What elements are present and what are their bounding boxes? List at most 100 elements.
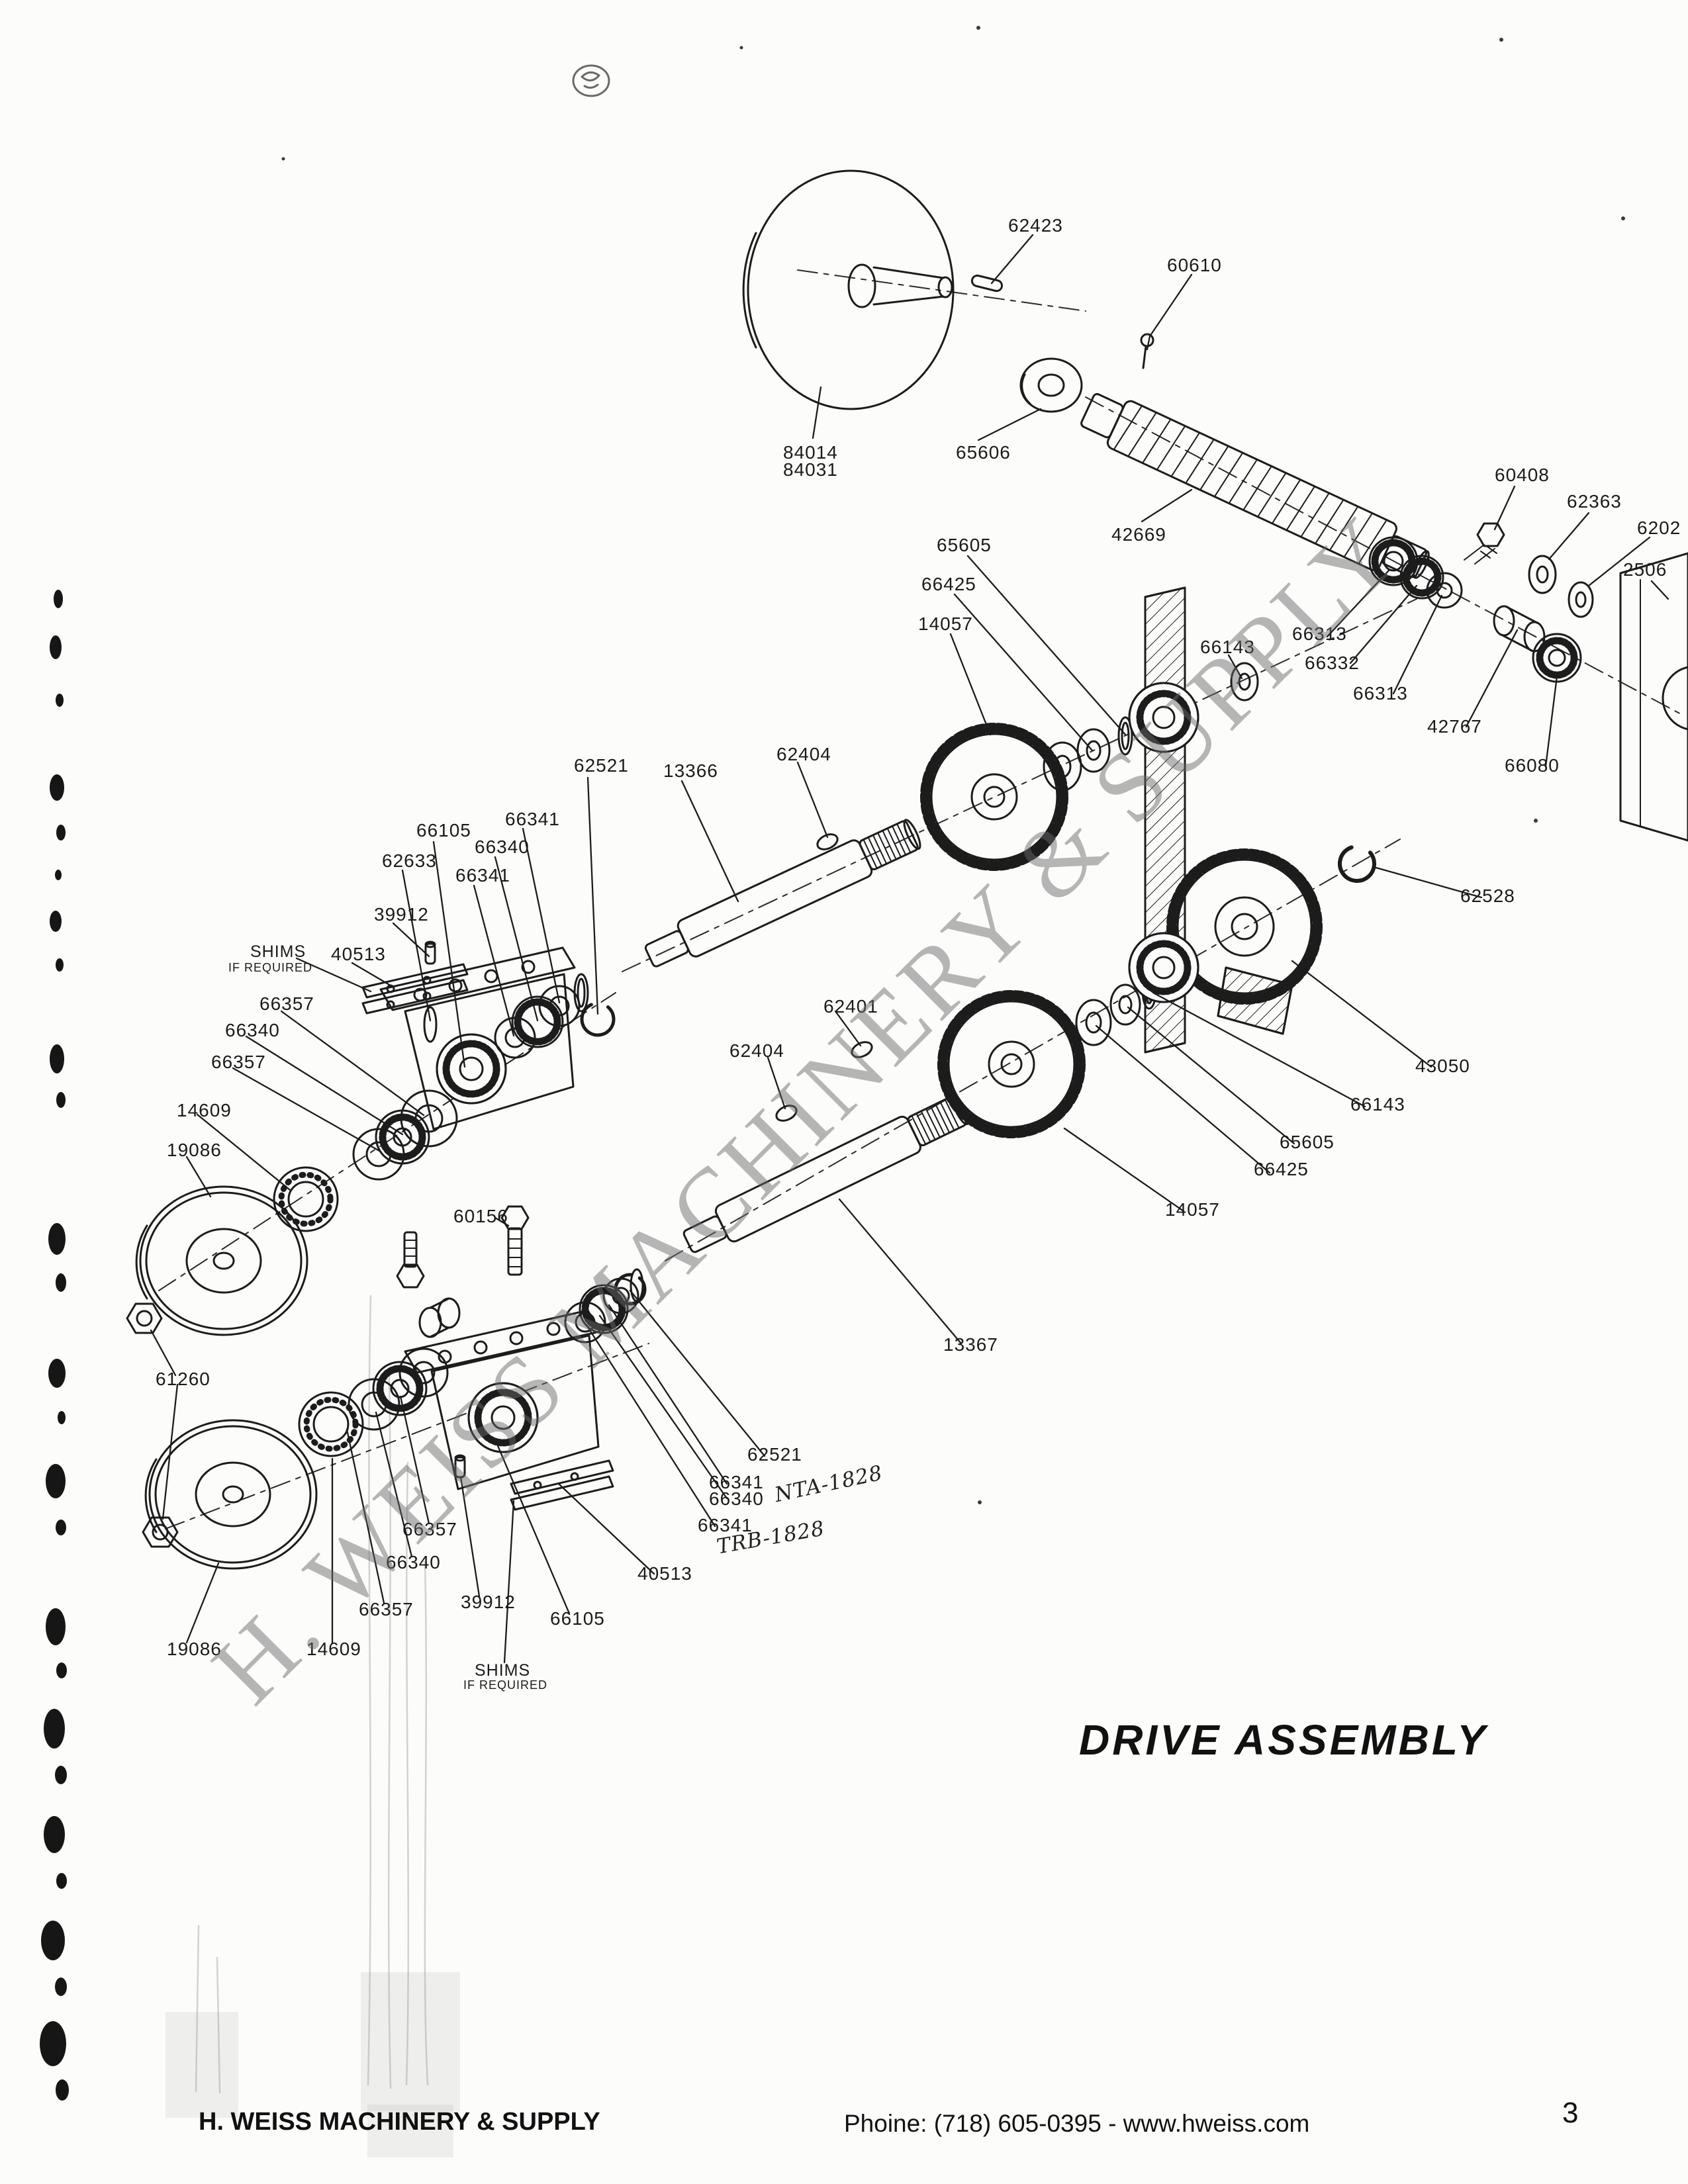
washers-upper-shaft [1043, 662, 1259, 792]
part-label-10-65605: 65605 [937, 535, 992, 555]
pulley-84014 [742, 169, 955, 410]
bearing-stack-upper-right [423, 973, 616, 1059]
bearing-bracket-upper [379, 946, 576, 1130]
gear-14057-upper [920, 723, 1068, 871]
dowel-pin-39912-upper [424, 940, 436, 965]
bolt-60156 [500, 1205, 530, 1276]
support-plate [1128, 586, 1293, 1054]
footer-phone-line: Phoine: (718) 605-0395 - www.hweiss.com [844, 2110, 1310, 2137]
part-label-28-39912: 39912 [374, 904, 429, 925]
part-label-20-62521: 62521 [574, 755, 629, 776]
washer-62363 [1528, 555, 1557, 594]
part-label-7-62363: 62363 [1567, 491, 1622, 512]
dowel-pin-39912-lower [454, 1454, 466, 1479]
part-label-46-13367: 13367 [943, 1334, 998, 1355]
part-label-36-19086: 19086 [167, 1140, 222, 1160]
part-label-0-62423: 62423 [1008, 215, 1063, 236]
part-label-51-40513: 40513 [637, 1563, 692, 1584]
part-label-43-65605: 65605 [1280, 1132, 1335, 1152]
part-label-30-if-required: IF REQUIRED [228, 961, 313, 974]
part-label-40-62404: 62404 [729, 1040, 784, 1061]
part-label-55-39912: 39912 [461, 1592, 516, 1612]
part-label-49-66340: 66340 [709, 1488, 764, 1509]
part-label-12-14057: 14057 [918, 614, 973, 634]
part-label-15-66332: 66332 [1305, 653, 1360, 673]
part-label-9-2506: 2506 [1623, 559, 1667, 580]
part-label-19-62528: 62528 [1460, 886, 1515, 906]
page-number: 3 [1562, 2097, 1579, 2129]
part-label-24-66341: 66341 [505, 809, 560, 829]
part-label-45-14057: 14057 [1165, 1199, 1220, 1220]
bearing-66080 [1532, 633, 1582, 683]
part-label-54-66357: 66357 [359, 1599, 414, 1619]
part-label-58-14609: 14609 [306, 1639, 361, 1659]
part-label-25-66340: 66340 [475, 837, 530, 857]
centerlines [158, 269, 1685, 1529]
part-label-5-42669: 42669 [1111, 524, 1166, 545]
set-screw-60610 [1140, 333, 1154, 369]
hex-nut-61260-lower [142, 1516, 179, 1548]
leader-lines [150, 234, 1669, 1664]
bearing-stack-lower-left [298, 1347, 449, 1457]
part-label-56-66105: 66105 [550, 1608, 605, 1629]
bearing-stack-upper-left [273, 1089, 458, 1232]
washer-65606 [1019, 357, 1083, 413]
part-label-18-66080: 66080 [1505, 755, 1560, 776]
part-label-35-14609: 14609 [177, 1100, 232, 1120]
part-label-53-66340: 66340 [386, 1552, 441, 1572]
part-label-42-66143: 66143 [1350, 1094, 1405, 1115]
part-label-44-66425: 66425 [1254, 1159, 1309, 1179]
part-label-2-84014: 84014 [783, 442, 838, 463]
part-label-11-66425: 66425 [921, 574, 976, 594]
part-label-32-66357: 66357 [259, 993, 314, 1014]
part-label-27-66341: 66341 [455, 865, 510, 886]
scan-artifacts [40, 26, 1625, 2158]
part-label-23-66105: 66105 [416, 820, 471, 841]
bracket-2506 [1619, 552, 1688, 842]
part-label-1-60610: 60610 [1167, 255, 1222, 275]
part-label-29-shims: SHIMS [250, 942, 306, 961]
pulley-19086-upper [135, 1185, 308, 1336]
part-label-21-13366: 13366 [663, 760, 718, 781]
snap-ring-62528 [1338, 844, 1376, 883]
pulley-19086-lower [144, 1419, 318, 1570]
part-label-48-66341: 66341 [709, 1472, 764, 1492]
part-label-6-60408: 60408 [1495, 465, 1550, 485]
bearing-stack-lower-right [564, 1268, 647, 1343]
part-label-39-62401: 62401 [823, 996, 878, 1017]
key-62423 [970, 274, 1004, 293]
part-label-8-6202: 6202 [1637, 518, 1681, 538]
part-label-14-66313: 66313 [1292, 623, 1347, 644]
part-label-59-shims: SHIMS [475, 1661, 531, 1680]
part-label-41-43050: 43050 [1415, 1056, 1470, 1076]
part-label-60-if-required: IF REQUIRED [463, 1678, 548, 1692]
bearing-cone-cluster-66313-66332 [1368, 536, 1463, 609]
shaft-13367 [682, 1094, 970, 1253]
worm-shaft-42669 [1080, 392, 1430, 579]
shaft-13366 [644, 819, 921, 968]
part-label-57-19086: 19086 [167, 1639, 222, 1659]
part-label-16-66313: 66313 [1353, 683, 1408, 704]
part-label-34-66357: 66357 [211, 1052, 266, 1072]
washer-6202 [1568, 581, 1594, 618]
part-label-31-40513: 40513 [331, 944, 386, 964]
footer-company: H. WEISS MACHINERY & SUPPLY [199, 2108, 600, 2136]
part-label-37-60156: 60156 [453, 1206, 508, 1226]
part-label-38-61260: 61260 [156, 1369, 211, 1389]
part-label-52-66357: 66357 [402, 1519, 457, 1539]
woodruff-keys [775, 833, 873, 1122]
hex-nut-61260-upper [126, 1302, 163, 1334]
part-label-26-62633: 62633 [382, 850, 437, 871]
part-label-22-62404: 62404 [776, 744, 831, 764]
part-label-33-66340: 66340 [225, 1020, 280, 1040]
part-label-17-42767: 42767 [1427, 716, 1482, 737]
part-label-50-66341: 66341 [698, 1515, 753, 1535]
bolt-60408 [1464, 522, 1505, 565]
bolt-under-bracket [396, 1231, 425, 1289]
drawing-title: DRIVE ASSEMBLY [1079, 1716, 1488, 1764]
gear-14057-lower [937, 990, 1086, 1138]
part-label-4-65606: 65606 [956, 442, 1011, 463]
part-label-47-62521: 62521 [747, 1444, 802, 1465]
